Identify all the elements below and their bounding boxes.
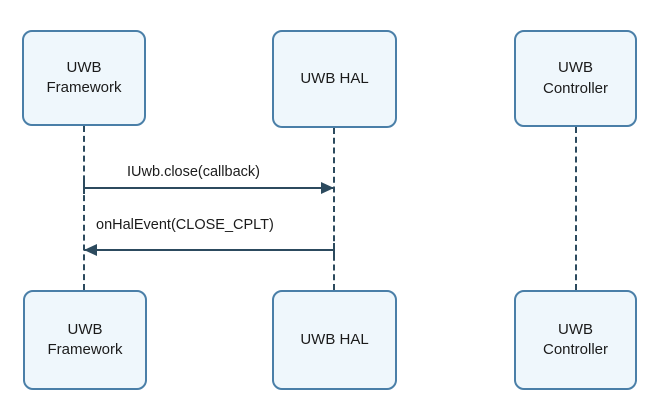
message-arrowhead-iuwb-close [321,182,334,194]
participant-head-uwb-framework[interactable]: UWB Framework [22,30,146,126]
participant-head-uwb-hal[interactable]: UWB HAL [272,30,397,128]
participant-foot-label-uwb-framework: UWB Framework [47,320,123,358]
participant-label-uwb-hal: UWB HAL [300,69,369,87]
lifeline-uwb-controller [575,127,577,290]
participant-foot-label-uwb-hal: UWB HAL [300,330,369,348]
message-line-onhalevent[interactable] [84,249,333,251]
participant-head-uwb-controller[interactable]: UWB Controller [514,30,637,127]
participant-label-uwb-framework: UWB Framework [46,58,122,96]
participant-label-uwb-controller: UWB Controller [542,59,609,97]
lifeline-uwb-framework [83,126,85,290]
lifeline-uwb-hal [333,128,335,290]
message-label-onhalevent: onHalEvent(CLOSE_CPLT) [96,217,274,233]
participant-foot-uwb-controller[interactable]: UWB Controller [514,290,637,390]
participant-foot-uwb-hal[interactable]: UWB HAL [272,290,397,390]
message-origin-cap-onhalevent [333,243,335,256]
message-line-iuwb-close[interactable] [84,187,333,189]
message-arrowhead-onhalevent [84,244,97,256]
participant-foot-uwb-framework[interactable]: UWB Framework [23,290,147,390]
message-label-iuwb-close: IUwb.close(callback) [127,164,260,180]
participant-foot-label-uwb-controller: UWB Controller [542,320,609,358]
